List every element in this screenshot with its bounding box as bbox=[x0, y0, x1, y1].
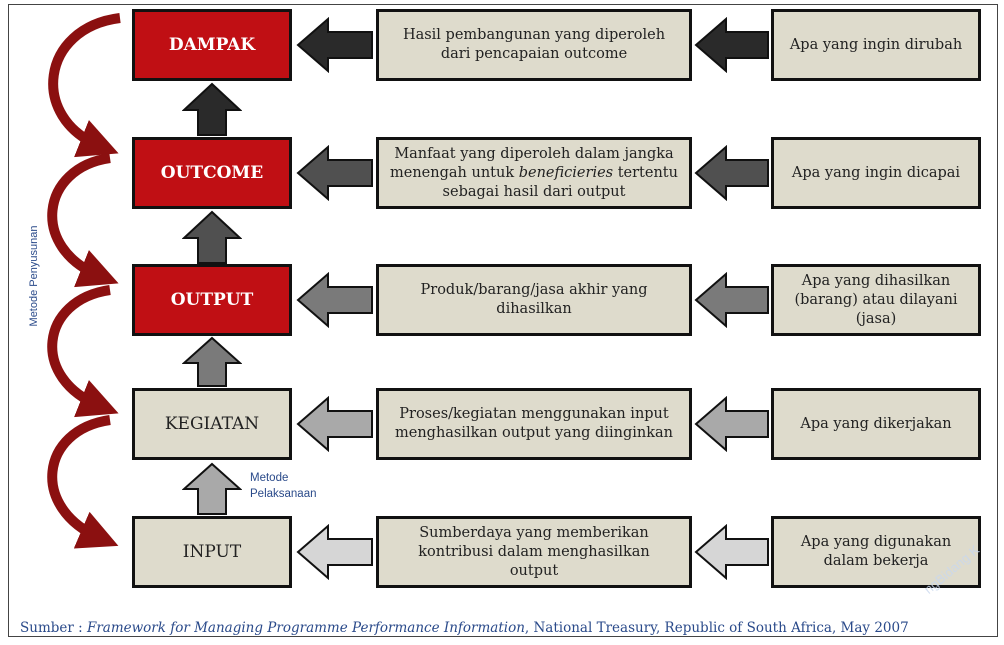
level-dampak: DAMPAK bbox=[132, 9, 292, 81]
method-implementation-label: Metode Pelaksanaan bbox=[250, 472, 317, 500]
up-arrow-outcome-dampak bbox=[182, 82, 242, 136]
left-arrow-q-output bbox=[694, 272, 769, 328]
left-arrow-q-dampak bbox=[694, 17, 769, 73]
level-outcome: OUTCOME bbox=[132, 137, 292, 209]
question-dampak: Apa yang ingin dirubah bbox=[771, 9, 981, 81]
left-arrow-q-kegiatan bbox=[694, 396, 769, 452]
curve-arrow-4 bbox=[47, 415, 119, 549]
question-output: Apa yang dihasilkan(barang) atau dilayan… bbox=[771, 264, 981, 336]
left-arrow-desc-dampak bbox=[296, 17, 373, 73]
up-arrow-input-kegiatan bbox=[182, 462, 242, 515]
left-arrow-desc-kegiatan bbox=[296, 396, 373, 452]
left-arrow-desc-input bbox=[296, 524, 373, 580]
left-arrow-q-input bbox=[694, 524, 769, 580]
curve-arrow-2 bbox=[47, 153, 119, 288]
up-arrow-kegiatan-output bbox=[182, 336, 242, 387]
level-input: INPUT bbox=[132, 516, 292, 588]
method-compose-label: Metode Penyusunan bbox=[28, 225, 40, 327]
question-outcome: Apa yang ingin dicapai bbox=[771, 137, 981, 209]
source-citation: Sumber : Framework for Managing Programm… bbox=[20, 620, 909, 636]
level-output: OUTPUT bbox=[132, 264, 292, 336]
left-arrow-q-outcome bbox=[694, 145, 769, 201]
curve-arrow-1 bbox=[48, 13, 121, 158]
method-curves bbox=[47, 13, 121, 549]
level-kegiatan: KEGIATAN bbox=[132, 388, 292, 460]
desc-outcome: Manfaat yang diperoleh dalam jangka mene… bbox=[376, 137, 692, 209]
question-kegiatan: Apa yang dikerjakan bbox=[771, 388, 981, 460]
left-arrow-desc-output bbox=[296, 272, 373, 328]
left-arrow-desc-outcome bbox=[296, 145, 373, 201]
curve-arrow-3 bbox=[47, 285, 119, 418]
up-arrow-output-outcome bbox=[182, 210, 242, 264]
